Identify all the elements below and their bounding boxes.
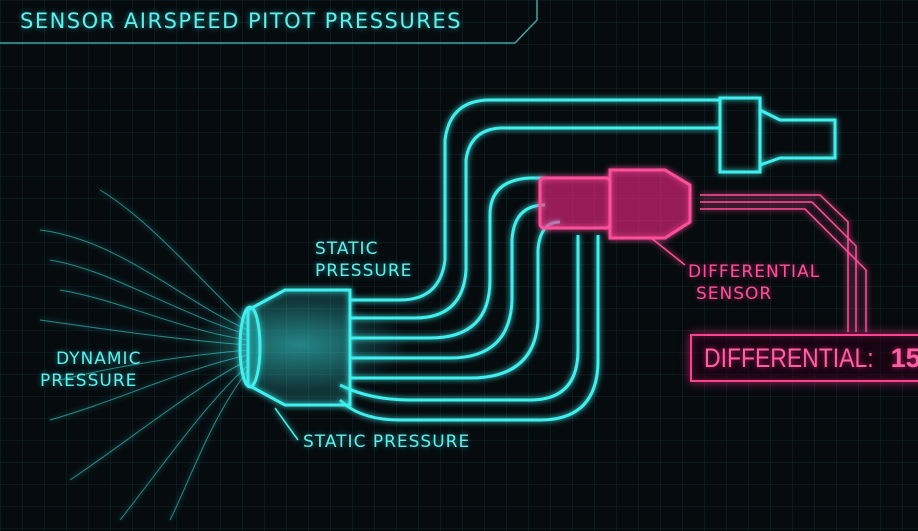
label-line: PRESSURE <box>315 261 413 281</box>
pitot-tubes <box>338 96 837 422</box>
readout-label: DIFFERENTIAL: <box>704 343 874 373</box>
label-line: SENSOR <box>696 284 773 304</box>
static-pressure-label-top: STATIC PRESSURE <box>315 238 412 282</box>
label-line: DYNAMIC <box>56 349 142 369</box>
differential-sensor-label: DIFFERENTIAL SENSOR <box>688 261 820 305</box>
readout-value: 15.4 <box>890 343 918 373</box>
label-line: DIFFERENTIAL <box>688 262 821 282</box>
sensor-wires <box>649 194 867 332</box>
label-line: STATIC <box>315 239 379 259</box>
title-frame <box>0 0 538 44</box>
label-line: PRESSURE <box>40 371 138 391</box>
differential-readout: DIFFERENTIAL: 15.4 PS <box>690 334 918 382</box>
dynamic-pressure-label: DYNAMIC PRESSURE <box>40 348 141 392</box>
diagram-title: SENSOR AIRSPEED PITOT PRESSURES <box>20 9 462 33</box>
pitot-nozzle <box>238 288 352 407</box>
static-leader <box>274 407 299 441</box>
differential-sensor <box>538 168 692 240</box>
static-pressure-label-bottom: STATIC PRESSURE <box>303 432 471 452</box>
